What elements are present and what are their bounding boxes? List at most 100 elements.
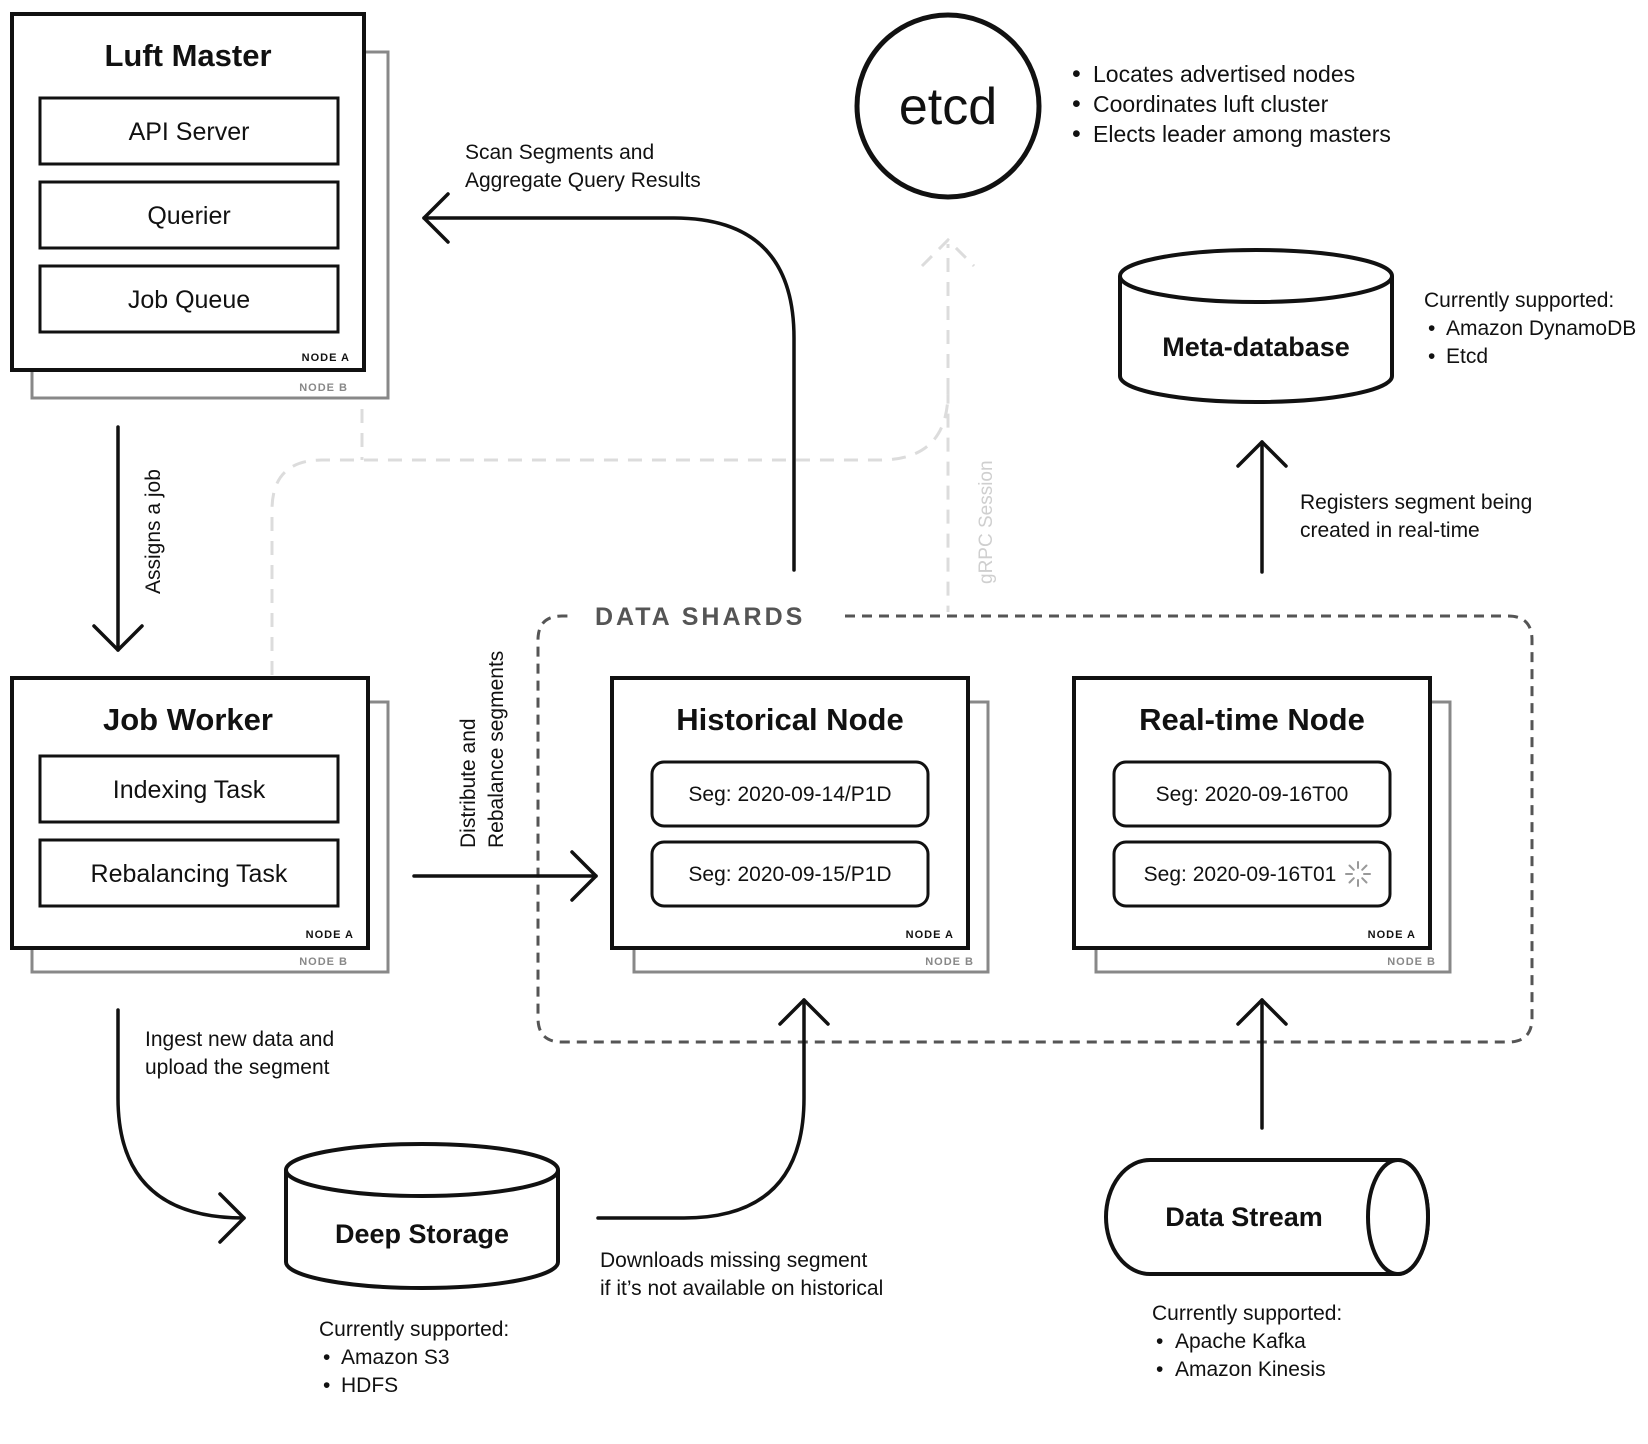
job-queue-label: Job Queue xyxy=(128,286,250,314)
api-server-box[interactable] xyxy=(38,96,340,166)
arrow-head-down-icon xyxy=(92,624,144,652)
meta-database-cylinder[interactable]: Meta-database xyxy=(1118,248,1394,404)
bullet-marker: • xyxy=(1428,345,1435,368)
downloads-label-1: Downloads missing segment xyxy=(600,1249,867,1272)
data-stream-label: Data Stream xyxy=(1165,1202,1323,1232)
arrow-head-right-icon xyxy=(218,1192,246,1244)
job-queue-box[interactable] xyxy=(38,264,340,334)
data-stream-supported-1: Apache Kafka xyxy=(1175,1330,1306,1353)
meta-database-top xyxy=(1118,248,1394,304)
arrow-head-left-icon xyxy=(422,192,450,244)
querier-box[interactable] xyxy=(38,180,340,250)
scan-segments-label-1: Scan Segments and xyxy=(465,141,654,164)
data-stream-supported-heading: Currently supported: xyxy=(1152,1302,1342,1325)
etcd-circle xyxy=(854,12,1042,200)
realtime-segment-1[interactable] xyxy=(1112,760,1392,828)
etcd-node[interactable]: etcd xyxy=(854,12,1042,200)
rebalancing-task-label: Rebalancing Task xyxy=(91,860,288,888)
historical-node-b-tag: NODE B xyxy=(925,956,974,968)
etcd-bullets: • Locates advertised nodes • Coordinates… xyxy=(1072,60,1391,148)
etcd-bullet-marker: • xyxy=(1072,60,1081,88)
realtime-segment-1-label: Seg: 2020-09-16T00 xyxy=(1156,783,1349,806)
arrow-head-up-icon xyxy=(1236,998,1288,1026)
bullet-marker: • xyxy=(1428,317,1435,340)
realtime-node-b-tag: NODE B xyxy=(1387,956,1436,968)
arrow-head-up-icon xyxy=(778,998,830,1026)
historical-segment-1[interactable] xyxy=(650,760,930,828)
meta-database-label: Meta-database xyxy=(1162,332,1350,362)
arrow-head-right-icon xyxy=(570,850,598,902)
data-stream-end xyxy=(1366,1158,1430,1276)
downloads-line xyxy=(596,998,806,1220)
loading-spinner-icon xyxy=(1345,861,1371,887)
deep-storage-label: Deep Storage xyxy=(335,1219,509,1249)
bullet-marker: • xyxy=(1156,1330,1163,1353)
historical-segment-1-label: Seg: 2020-09-14/P1D xyxy=(688,783,891,806)
edge-stream-to-realtime xyxy=(1236,998,1288,1130)
historical-segment-2-label: Seg: 2020-09-15/P1D xyxy=(688,863,891,886)
historical-node-block[interactable]: NODE B NODE A Historical Node Seg: 2020-… xyxy=(610,676,990,974)
job-worker-node-b-tag: NODE B xyxy=(299,956,348,968)
edge-assigns-job: Assigns a job xyxy=(92,425,165,652)
realtime-node-block[interactable]: NODE B NODE A Real-time Node Seg: 2020-0… xyxy=(1072,676,1452,974)
data-stream-supported: Currently supported: • Apache Kafka • Am… xyxy=(1152,1302,1342,1381)
deep-storage-supported-2: HDFS xyxy=(341,1374,398,1397)
luft-master-node-b-tag: NODE B xyxy=(299,382,348,394)
etcd-bullet-marker: • xyxy=(1072,90,1081,118)
grpc-session-label: gRPC Session xyxy=(976,460,997,584)
etcd-bullet-marker: • xyxy=(1072,120,1081,148)
edge-registers: Registers segment being created in real-… xyxy=(1236,440,1532,574)
ingest-label-2: upload the segment xyxy=(145,1056,330,1079)
realtime-node-a-tag: NODE A xyxy=(1368,929,1416,941)
job-worker-block[interactable]: NODE B NODE A Job Worker Indexing Task R… xyxy=(10,676,390,974)
edge-ingest: Ingest new data and upload the segment xyxy=(116,1008,334,1244)
indexing-task-box[interactable] xyxy=(38,754,340,824)
registers-label-1: Registers segment being xyxy=(1300,491,1532,514)
bullet-marker: • xyxy=(323,1374,330,1397)
etcd-bullet-1: Locates advertised nodes xyxy=(1093,61,1355,87)
assigns-job-label: Assigns a job xyxy=(142,469,165,594)
grpc-arrow-to-etcd xyxy=(920,237,976,392)
grpc-dash-worker xyxy=(270,391,950,675)
deep-storage-supported-1: Amazon S3 xyxy=(341,1346,450,1369)
bullet-marker: • xyxy=(323,1346,330,1369)
querier-label: Querier xyxy=(147,202,230,230)
realtime-segment-2[interactable] xyxy=(1112,840,1392,908)
ingest-line xyxy=(116,1008,246,1220)
bullet-marker: • xyxy=(1156,1358,1163,1381)
edge-scan-segments: Scan Segments and Aggregate Query Result… xyxy=(422,141,796,572)
job-worker-title: Job Worker xyxy=(103,702,273,737)
luft-master-block[interactable]: NODE B NODE A Luft Master API Server Que… xyxy=(10,12,390,400)
distribute-label-2: Rebalance segments xyxy=(485,651,508,848)
data-stream-cylinder[interactable]: Data Stream xyxy=(1104,1158,1430,1276)
scan-segments-label-2: Aggregate Query Results xyxy=(465,169,701,192)
data-stream-supported-2: Amazon Kinesis xyxy=(1175,1358,1326,1381)
rebalancing-task-box[interactable] xyxy=(38,838,340,908)
ingest-label-1: Ingest new data and xyxy=(145,1028,334,1051)
data-shards-label: DATA SHARDS xyxy=(595,603,805,631)
deep-storage-body xyxy=(284,1170,560,1290)
indexing-task-label: Indexing Task xyxy=(113,776,266,804)
deep-storage-supported-heading: Currently supported: xyxy=(319,1318,509,1341)
meta-database-body xyxy=(1118,276,1394,404)
scan-segments-line xyxy=(422,216,796,572)
arrow-head-up-icon xyxy=(1236,440,1288,468)
data-shards-group: DATA SHARDS xyxy=(536,603,1534,1044)
luft-master-node-a-tag: NODE A xyxy=(302,352,350,364)
historical-segment-2[interactable] xyxy=(650,840,930,908)
grpc-session-connector: gRPC Session xyxy=(270,237,997,675)
meta-database-supported: Currently supported: • Amazon DynamoDB •… xyxy=(1424,289,1636,368)
realtime-node-title: Real-time Node xyxy=(1139,702,1365,737)
etcd-bullet-3: Elects leader among masters xyxy=(1093,121,1391,147)
luft-master-title: Luft Master xyxy=(104,38,271,73)
historical-node-title: Historical Node xyxy=(676,702,903,737)
edge-distribute: Distribute and Rebalance segments xyxy=(412,651,598,902)
api-server-label: API Server xyxy=(129,118,250,146)
meta-database-supported-2: Etcd xyxy=(1446,345,1488,368)
etcd-label: etcd xyxy=(899,78,997,136)
edge-downloads: Downloads missing segment if it’s not av… xyxy=(596,998,883,1300)
meta-database-supported-heading: Currently supported: xyxy=(1424,289,1614,312)
deep-storage-cylinder[interactable]: Deep Storage xyxy=(284,1142,560,1290)
deep-storage-supported: Currently supported: • Amazon S3 • HDFS xyxy=(319,1318,509,1397)
